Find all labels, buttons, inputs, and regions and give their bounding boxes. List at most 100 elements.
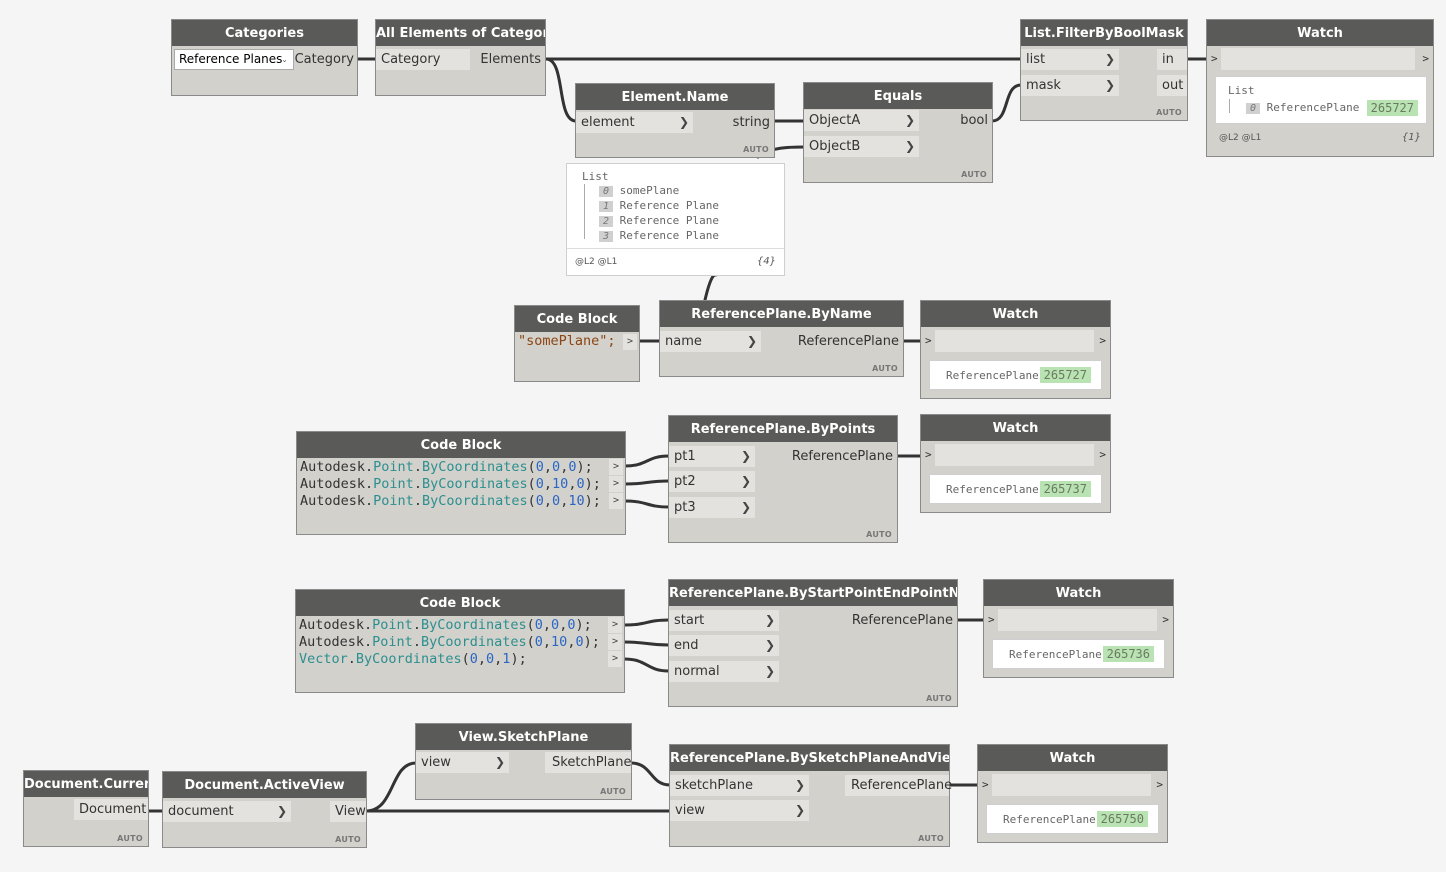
code-line-3[interactable]: Autodesk.Point.ByCoordinates(0,0,10); [300,493,601,509]
watch-node-5[interactable]: Watch > > ReferencePlane 265750 [977,744,1168,843]
dropdown-value: Reference Planes [179,52,283,66]
input-port-category[interactable]: Category [376,49,470,70]
node-title: Watch [978,745,1167,771]
chevron-right-icon: ❯ [740,500,751,514]
document-activeview-node[interactable]: Document.ActiveView document❯ View AUTO [162,771,367,848]
code-line-2[interactable]: Autodesk.Point.ByCoordinates(0,10,0); [300,476,601,492]
output-port[interactable]: > [1099,448,1106,461]
refplane-bypoints-node[interactable]: ReferencePlane.ByPoints pt1❯ pt2❯ pt3❯ R… [668,415,898,543]
node-title: Watch [1207,20,1433,46]
code-block-sen[interactable]: Code Block Autodesk.Point.ByCoordinates(… [295,589,625,693]
lacing-label: AUTO [117,834,143,843]
input-port-normal[interactable]: normal❯ [669,661,779,682]
categories-node[interactable]: Categories Reference Planes ⌄ Category [171,19,358,96]
input-port-pt2[interactable]: pt2❯ [669,471,755,492]
input-port-objecta[interactable]: ObjectA❯ [804,110,919,131]
list-item: 0 somePlane [599,184,719,199]
equals-node[interactable]: Equals ObjectA❯ ObjectB❯ bool AUTO [803,82,993,183]
code-line[interactable]: "somePlane"; [518,333,616,349]
output-port[interactable]: > [1162,613,1169,626]
node-title: Watch [921,415,1110,441]
watch-node-3[interactable]: Watch > > ReferencePlane 265737 [920,414,1111,513]
code-block-name[interactable]: Code Block "somePlane"; > [514,305,640,382]
name-preview-bubble: List 0 somePlane 1 Reference Plane 2 Ref… [566,163,785,276]
refplane-byname-node[interactable]: ReferencePlane.ByName name❯ ReferencePla… [659,300,904,377]
node-title: Element.Name [576,84,774,110]
output-port-2[interactable]: > [608,634,622,650]
document-current-node[interactable]: Document.Current Document AUTO [23,770,149,847]
input-port-element[interactable]: element❯ [576,112,693,133]
output-port-document[interactable]: Document [74,799,148,820]
list-tree-line [1229,99,1230,113]
code-line-2[interactable]: Autodesk.Point.ByCoordinates(0,10,0); [299,634,600,650]
input-port[interactable]: > [988,613,995,626]
output-port-referenceplane[interactable]: ReferencePlane [845,775,952,796]
output-port[interactable]: > [1099,334,1106,347]
port-label: name [665,334,702,349]
code-line-1[interactable]: Autodesk.Point.ByCoordinates(0,0,0); [300,459,593,475]
category-dropdown[interactable]: Reference Planes ⌄ [174,49,294,70]
output-port-in[interactable]: in [1157,49,1187,70]
watch-node-2[interactable]: Watch > > ReferencePlane 265727 [920,300,1111,399]
output-port-1[interactable]: > [608,617,622,633]
code-block-points[interactable]: Code Block Autodesk.Point.ByCoordinates(… [296,431,626,535]
input-port[interactable]: > [925,448,932,461]
output-port-3[interactable]: > [608,651,622,667]
watch-node-4[interactable]: Watch > > ReferencePlane 265736 [983,579,1174,678]
output-port-bool[interactable]: bool [960,113,988,128]
port-label: ObjectB [809,139,861,154]
input-port[interactable]: > [1211,52,1218,65]
input-port[interactable]: > [982,778,989,791]
output-port-referenceplane[interactable]: ReferencePlane [797,334,899,349]
output-port-3[interactable]: > [609,493,623,509]
node-title: Equals [804,83,992,109]
lacing-label: AUTO [600,787,626,796]
port-label: pt3 [674,500,696,515]
input-port-list[interactable]: list❯ [1021,49,1119,70]
lacing-label: AUTO [872,364,898,373]
input-port-name[interactable]: name❯ [660,331,761,352]
input-port-sketchplane[interactable]: sketchPlane❯ [670,775,809,796]
output-port-category[interactable]: Category [294,52,354,67]
watch-port-bar [1221,48,1415,70]
output-port-out[interactable]: out [1157,75,1187,96]
code-line-3[interactable]: Vector.ByCoordinates(0,0,1); [299,651,527,667]
chevron-right-icon: ❯ [764,613,775,627]
output-port-string[interactable]: string [732,115,770,130]
wire-sketchplane [629,761,672,787]
port-label: document [168,804,234,819]
output-port-referenceplane[interactable]: ReferencePlane [791,449,893,464]
refplane-bysen-node[interactable]: ReferencePlane.ByStartPointEndPointNorma… [668,579,958,707]
output-port-sketchplane[interactable]: SketchPlane [545,752,631,773]
output-port[interactable]: > [623,334,637,350]
filter-by-bool-mask-node[interactable]: List.FilterByBoolMask list❯ mask❯ in out… [1020,19,1188,121]
input-port-view[interactable]: view❯ [670,800,809,821]
watch-node-1[interactable]: Watch > > List 0 ReferencePlane 265727 @… [1206,19,1434,157]
output-port[interactable]: > [1422,52,1429,65]
view-sketchplane-node[interactable]: View.SketchPlane view❯ SketchPlane AUTO [415,723,632,800]
input-port-mask[interactable]: mask❯ [1021,75,1119,96]
input-port[interactable]: > [925,334,932,347]
input-port-pt1[interactable]: pt1❯ [669,446,755,467]
input-port-end[interactable]: end❯ [669,635,779,656]
input-port-start[interactable]: start❯ [669,610,779,631]
input-port-objectb[interactable]: ObjectB❯ [804,136,919,157]
output-port-1[interactable]: > [609,459,623,475]
input-port-view[interactable]: view❯ [416,752,509,773]
output-port-view[interactable]: View [330,801,366,822]
output-port[interactable]: > [1156,778,1163,791]
input-port-document[interactable]: document❯ [163,801,291,822]
element-name-node[interactable]: Element.Name element❯ string AUTO [575,83,775,158]
wire-view-sketch [364,761,418,813]
output-port-elements[interactable]: Elements [480,52,541,67]
port-label: pt1 [674,449,696,464]
code-line-1[interactable]: Autodesk.Point.ByCoordinates(0,0,0); [299,617,592,633]
node-title: Code Block [297,432,625,458]
output-port-2[interactable]: > [609,476,623,492]
input-port-pt3[interactable]: pt3 ❯ [669,497,755,518]
refplane-bysketch-node[interactable]: ReferencePlane.BySketchPlaneAndView sket… [669,744,952,847]
levels-label: @L2 @L1 [1219,133,1262,143]
output-port-referenceplane[interactable]: ReferencePlane [851,613,953,628]
all-elements-node[interactable]: All Elements of Category Category Elemen… [375,19,546,96]
list-label: List [1228,84,1255,97]
